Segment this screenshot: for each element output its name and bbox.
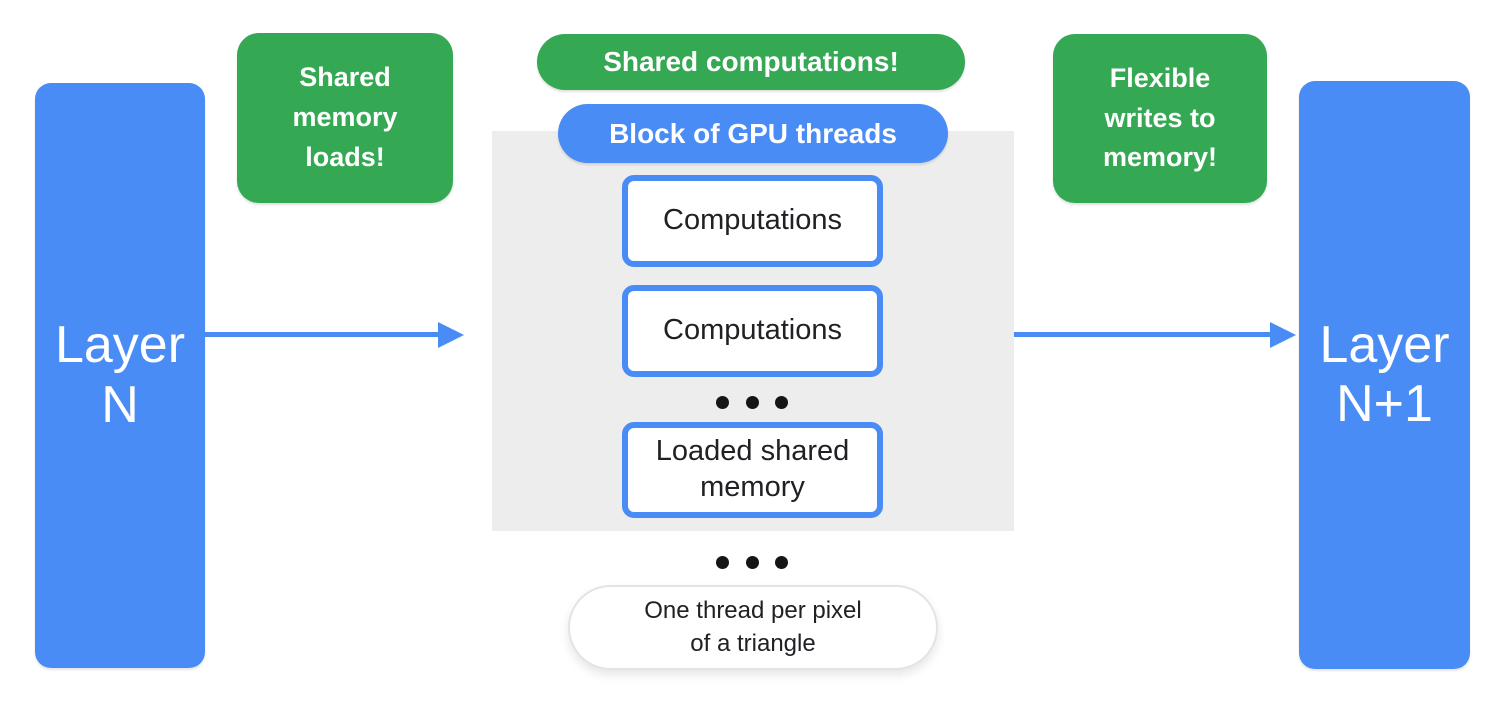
layer-n-label-line2: N (101, 375, 139, 434)
ellipsis-icon (716, 396, 788, 409)
layer-n-label-line1: Layer (54, 316, 186, 375)
dot-icon (775, 396, 788, 409)
arrow-line (205, 332, 440, 337)
loaded-shared-memory-box: Loaded shared memory (622, 422, 883, 518)
note-line: memory! (1102, 142, 1218, 173)
dot-icon (775, 556, 788, 569)
note-line: writes to (1104, 102, 1216, 133)
layer-n-plus-1-label-line1: Layer (1319, 315, 1450, 374)
dot-icon (745, 556, 759, 569)
note-line: loads! (305, 141, 385, 172)
one-thread-per-pixel-note: One thread per pixel of a triangle (568, 585, 938, 670)
arrow-line (1014, 332, 1272, 337)
arrow-head-icon (1270, 321, 1296, 348)
layer-n-plus-1-label-line2: N+1 (1336, 375, 1433, 433)
layer-n-plus-1-box: Layer N+1 (1299, 81, 1470, 669)
bottom-note-line1: One thread per pixel (644, 597, 862, 625)
note-flexible-writes: Flexible writes to memory! (1053, 34, 1267, 203)
dot-icon (745, 396, 759, 409)
layer-n-label: Layer N (55, 316, 185, 435)
loaded-shared-memory-line1: Loaded shared (655, 435, 850, 468)
computations-box-1: Computations (622, 175, 883, 267)
dot-icon (716, 556, 729, 569)
note-shared-memory-loads: Shared memory loads! (237, 33, 453, 203)
layer-n-plus-1-label: Layer N+1 (1319, 316, 1449, 435)
shared-computations-pill: Shared computations! (537, 34, 965, 90)
note-line: Flexible (1109, 62, 1211, 93)
computations-box-2: Computations (622, 285, 883, 377)
layer-n-box: Layer N (35, 83, 205, 668)
note-line: memory (292, 102, 398, 133)
dot-icon (716, 396, 729, 409)
ellipsis-icon (716, 556, 788, 569)
loaded-shared-memory-line2: memory (700, 471, 805, 503)
note-line: Shared (299, 62, 391, 93)
block-of-gpu-threads-pill: Block of GPU threads (558, 104, 948, 163)
arrow-head-icon (438, 321, 464, 348)
bottom-note-line2: of a triangle (690, 629, 816, 657)
